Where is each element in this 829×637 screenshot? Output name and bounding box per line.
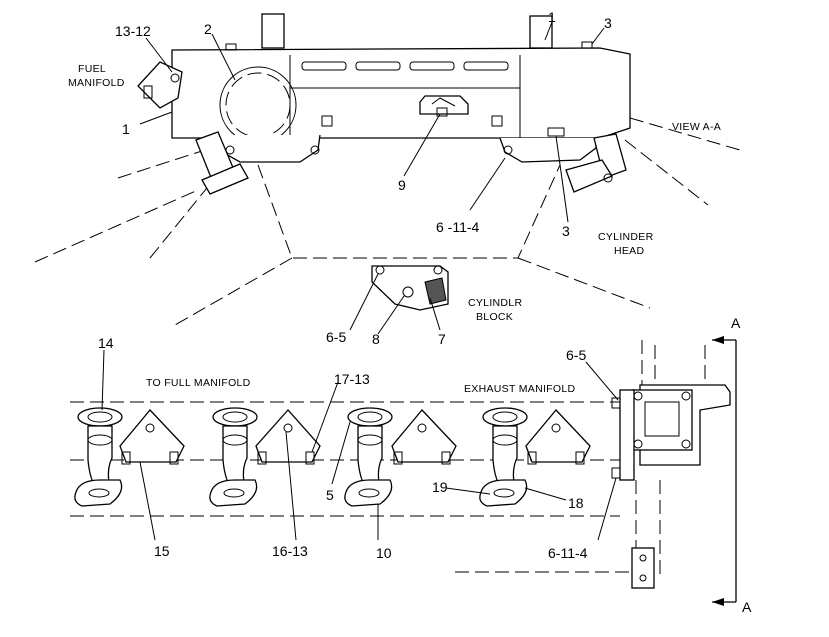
callout-numbers: 13-12 2 1 3 1 9 6 -11-4 3 6-5 8 7 14 17-… xyxy=(98,9,612,561)
callout-3-right: 3 xyxy=(562,223,570,239)
cylinder-block-label-2: BLOCK xyxy=(476,311,513,323)
section-a-bottom: A xyxy=(742,599,752,615)
block-outline-left xyxy=(34,149,229,263)
callout-13-12: 13-12 xyxy=(115,23,151,39)
callout-6-5-right: 6-5 xyxy=(566,347,586,363)
callout-8: 8 xyxy=(372,331,380,347)
callout-15: 15 xyxy=(154,543,170,559)
bottom-exploded-view xyxy=(70,336,737,606)
callout-5: 5 xyxy=(326,487,334,503)
section-a-top: A xyxy=(731,315,741,331)
exhaust-elbow-2 xyxy=(209,407,258,507)
callout-10: 10 xyxy=(376,545,392,561)
callout-9: 9 xyxy=(398,177,406,193)
fuel-manifold-bracket xyxy=(137,61,183,109)
center-plug xyxy=(419,95,469,115)
exhaust-elbow-4 xyxy=(479,407,528,507)
section-line-aa xyxy=(712,336,737,606)
gasket-plate-3 xyxy=(391,409,457,465)
top-assembly-view xyxy=(34,13,741,335)
top-riser-left xyxy=(261,13,285,49)
exhaust-elbow-3 xyxy=(344,407,393,507)
callout-16-13: 16-13 xyxy=(272,543,308,559)
left-injector-tip xyxy=(201,163,249,195)
callout-1-left: 1 xyxy=(122,121,130,137)
cylinder-head-label-2: HEAD xyxy=(614,245,644,257)
callout-14: 14 xyxy=(98,335,114,351)
fuel-manifold-label-2: MANIFOLD xyxy=(68,77,125,89)
gasket-7 xyxy=(424,277,447,305)
block-outline-right xyxy=(624,117,741,206)
block-outline-bottom xyxy=(174,257,651,326)
gasket-plate-1 xyxy=(119,409,185,465)
cylinder-block-label-1: CYLINDLR xyxy=(468,297,522,309)
callout-1-top: 1 xyxy=(548,9,556,25)
exhaust-elbow-1 xyxy=(74,407,123,507)
callout-6-11-4-bottom: 6-11-4 xyxy=(548,545,588,561)
callout-6-11-4-top: 6 -11-4 xyxy=(436,219,480,235)
callout-2: 2 xyxy=(204,21,212,37)
callout-7: 7 xyxy=(438,331,446,347)
cylinder-head-body xyxy=(171,47,631,139)
callout-18: 18 xyxy=(568,495,584,511)
gasket-plate-2 xyxy=(255,409,321,465)
callout-17-13: 17-13 xyxy=(334,371,370,387)
callout-19: 19 xyxy=(432,479,448,495)
fuel-manifold-label-1: FUEL xyxy=(78,63,106,75)
right-flange xyxy=(499,137,597,163)
gasket-plate-4 xyxy=(525,409,591,465)
callout-3-top: 3 xyxy=(604,15,612,31)
to-fuel-manifold-label: TO FULL MANIFOLD xyxy=(146,377,251,389)
manifold-end-assembly xyxy=(611,340,731,589)
view-aa-label: VIEW A-A xyxy=(672,121,721,133)
cylinder-head-label-1: CYLINDER xyxy=(598,231,654,243)
block-outline-center xyxy=(257,164,561,259)
callout-6-5-mid: 6-5 xyxy=(326,329,346,345)
caption-texts: FUEL MANIFOLD VIEW A-A CYLINDER HEAD CYL… xyxy=(68,63,752,615)
exhaust-manifold-label: EXHAUST MANIFOLD xyxy=(464,383,575,395)
